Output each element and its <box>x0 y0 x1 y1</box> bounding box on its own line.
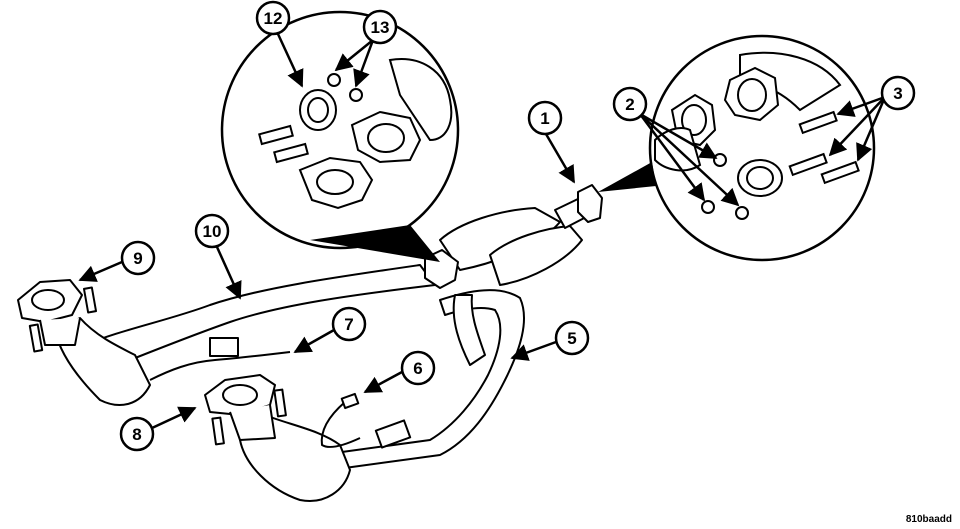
callout-8: 8 <box>119 416 155 452</box>
callout-6-label: 6 <box>413 359 422 378</box>
inset-nut-2a <box>713 153 727 167</box>
callout-2-label: 2 <box>625 95 634 114</box>
callout-6: 6 <box>400 350 436 386</box>
inset-bolt-3a <box>798 110 838 135</box>
callout-9: 9 <box>120 240 156 276</box>
callout-12: 12 <box>255 0 291 36</box>
callout-13: 13 <box>362 9 398 45</box>
callout-5: 5 <box>554 320 590 356</box>
inset-nut-2b <box>701 200 715 214</box>
callout-7-label: 7 <box>344 315 353 334</box>
rear-outlet-flange <box>577 184 603 223</box>
callout-8-label: 8 <box>132 425 141 444</box>
callout-9-label: 9 <box>133 249 142 268</box>
callout-10: 10 <box>194 213 230 249</box>
y-pipe-inner-branch <box>452 294 486 366</box>
y-pipe-right-branch <box>319 289 526 471</box>
left-manifold-flange <box>17 279 83 346</box>
callout-1-label: 1 <box>540 109 549 128</box>
inset-nut-2 <box>349 88 363 102</box>
sensor-connector <box>209 337 239 357</box>
figure-id: 810baadd <box>905 514 952 525</box>
exhaust-pipe-assembly <box>17 184 603 502</box>
heat-shield <box>374 419 412 449</box>
inset-bolt-3b <box>788 152 828 177</box>
inset-nut-1 <box>327 73 341 87</box>
callout-2: 2 <box>612 86 648 122</box>
left-catalytic-converter <box>54 317 151 406</box>
callout-3: 3 <box>880 75 916 111</box>
inset-bolt-2 <box>273 142 309 164</box>
mini-converter-upper <box>439 207 561 271</box>
inset-bolt-1 <box>258 124 294 146</box>
callout-5-label: 5 <box>567 329 576 348</box>
downstream-oxygen-sensor-wire <box>320 401 361 448</box>
inset-bolt-3c <box>820 160 860 185</box>
leader-lines <box>78 33 887 430</box>
inset-detail-right <box>598 34 876 262</box>
upstream-oxygen-sensor-wire <box>149 351 291 381</box>
front-pipe-left <box>84 264 436 369</box>
callout-1: 1 <box>527 100 563 136</box>
right-flange-studs <box>211 388 287 446</box>
downstream-sensor <box>340 392 360 410</box>
inset-detail-left <box>220 10 460 262</box>
mini-converter-lower <box>489 225 583 286</box>
callout-12-label: 12 <box>264 9 283 28</box>
callout-13-label: 13 <box>371 18 390 37</box>
callout-7: 7 <box>331 306 367 342</box>
inset-nut-2c <box>735 206 749 220</box>
callout-3-label: 3 <box>893 84 902 103</box>
right-manifold-flange <box>204 374 276 441</box>
left-flange-studs <box>28 286 98 353</box>
callout-10-label: 10 <box>203 222 222 241</box>
